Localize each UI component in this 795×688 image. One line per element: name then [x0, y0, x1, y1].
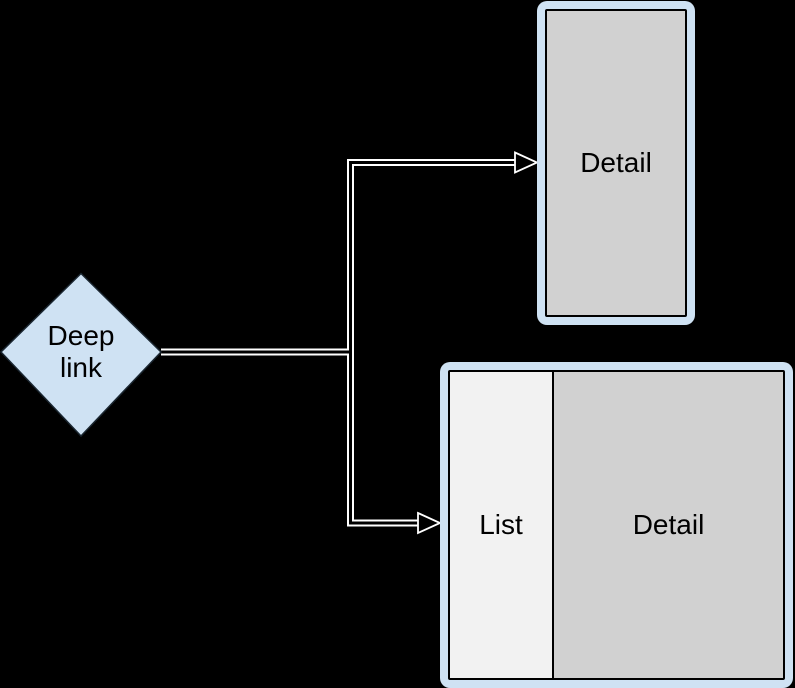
- detail-pane: Detail: [554, 372, 783, 678]
- list-pane: List: [450, 372, 554, 678]
- arrowhead-to-list-detail-icon: [417, 511, 443, 535]
- detail-screen-frame: Detail: [537, 1, 695, 325]
- connector-deep-link-to-list-detail: [347, 352, 419, 527]
- deep-link-label: Deep link: [47, 320, 115, 383]
- detail-screen-label: Detail: [580, 147, 652, 178]
- detail-screen-body: Detail: [545, 9, 687, 317]
- list-detail-screen-body: List Detail: [448, 370, 785, 680]
- detail-pane-label: Detail: [632, 509, 705, 540]
- arrowhead-to-detail-icon: [514, 151, 540, 174]
- deep-link-diamond: [0, 272, 163, 438]
- list-detail-screen-frame: List Detail: [440, 362, 793, 688]
- connector-cores: [161, 161, 516, 525]
- connector-deep-link-to-detail: [161, 159, 516, 356]
- list-pane-label: List: [479, 509, 523, 540]
